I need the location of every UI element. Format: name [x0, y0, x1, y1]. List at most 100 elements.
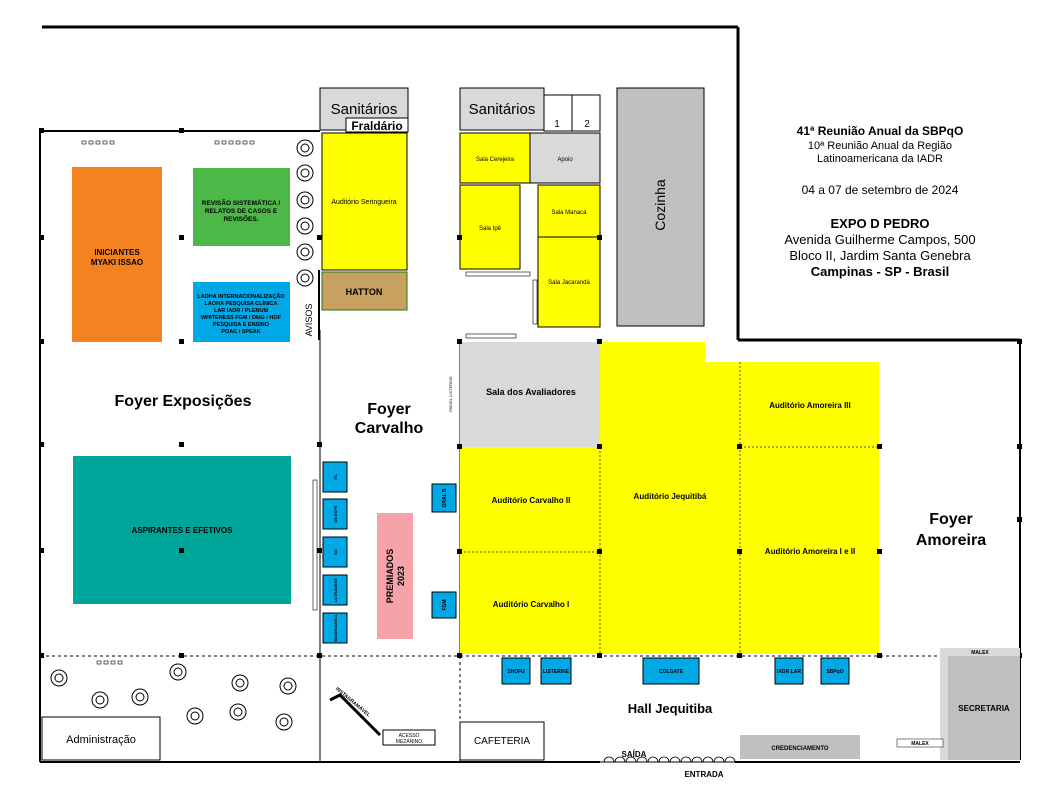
mezanino-label: MEZANINO	[396, 739, 423, 745]
cafeteria-label: CAFETERIA	[474, 736, 530, 747]
door-arc	[625, 756, 637, 763]
venue-address-1: Avenida Guilherme Campos, 500	[784, 232, 975, 247]
avaliadores-label: Sala dos Avaliadores	[486, 387, 576, 397]
bottom-booth: SHOFU	[501, 657, 531, 685]
aspirantes-label: ASPIRANTES E EFETIVOS	[132, 526, 234, 535]
ladoha-label-3: LAR IADR / PLENUM	[214, 308, 269, 314]
left-booth-label: BIODINAMICA	[333, 614, 338, 641]
foyer-exposicoes-label: Foyer Exposições	[115, 393, 252, 410]
secretaria: SECRETARIA MALEX MALEX	[896, 648, 1020, 760]
bottom-booth-label: LISTERINE	[543, 669, 570, 675]
left-booth-label: 3M ESPE	[333, 505, 338, 523]
instagramavel-label: INSTAGRAMÁVEL	[334, 685, 372, 718]
round-table-top	[300, 273, 310, 283]
round-table-top	[235, 678, 245, 688]
cerejeira-label: Sala Cerejeira	[476, 157, 515, 163]
bottom-booth: IADR LAR	[774, 657, 804, 685]
cozinha-label: Cozinha	[652, 179, 668, 231]
entrance: SAÍDA ENTRADA	[600, 750, 736, 779]
round-table-top	[54, 673, 64, 683]
carvalho-2-label: Auditório Carvalho II	[492, 496, 571, 505]
iniciantes-label-2: MYAKI ISSAO	[91, 258, 143, 267]
circle-tables	[50, 139, 314, 731]
malex-bottom-label: MALEX	[911, 741, 929, 747]
door-arc	[691, 756, 703, 763]
revisao-label-2: RELATOS DE CASOS E	[205, 208, 278, 215]
bottom-booth: COLGATE	[642, 657, 700, 685]
saida-label: SAÍDA	[622, 750, 647, 759]
bottom-booths: SHOFU LISTERINE COLGATE IADR LAR SBPqO	[501, 657, 850, 685]
left-booth-label: GC	[333, 549, 338, 555]
auditorio-seringueira: Auditório Seringueira	[321, 132, 408, 271]
avisos-label: AVISOS	[304, 304, 314, 337]
round-table-top	[233, 707, 243, 717]
round-table-top	[300, 143, 310, 153]
door-arc	[647, 756, 659, 763]
amoreira-3-label: Auditório Amoreira III	[769, 401, 851, 410]
bottom-booth: LISTERINE	[540, 657, 572, 685]
event-title: 41ª Reunião Anual da SBPqO	[797, 124, 964, 138]
round-table-top	[190, 711, 200, 721]
sala-manaca: Sala Manacá	[537, 184, 601, 238]
revisao-label-1: REVISÃO SISTEMÁTICA /	[202, 198, 281, 207]
fgm-booth: FGM	[431, 591, 457, 619]
premiados-label-2: 2023	[396, 566, 406, 586]
oral-b-label: ORAL B	[442, 488, 448, 507]
round-table-top	[283, 681, 293, 691]
door-arc	[680, 756, 692, 763]
door-arc	[658, 756, 670, 763]
left-booth: BIODINAMICA	[322, 612, 348, 644]
premiados: PREMIADOS 2023	[377, 513, 413, 639]
fgm-label: FGM	[442, 599, 448, 610]
door-arc	[614, 756, 626, 763]
administracao: Administração	[41, 716, 161, 761]
ladoha-label-6: POAC / SPEAK	[221, 329, 260, 335]
chairs-rows	[81, 140, 538, 665]
administracao-label: Administração	[66, 734, 136, 746]
ladoha-block: LADHA INTERNACIONALIZAÇÃO LAOHA PESQUISA…	[193, 282, 290, 342]
apoio: Apoio	[529, 132, 601, 184]
hall-jequitiba-label: Hall Jequitiba	[628, 701, 713, 716]
sala-ipe: Sala Ipê	[459, 184, 521, 270]
ipe-label: Sala Ipê	[479, 226, 502, 232]
room-2-label: 2	[584, 119, 590, 130]
left-booth: ULTRADENT	[322, 574, 348, 606]
venue-name: EXPO D PEDRO	[831, 216, 930, 231]
door-arc	[636, 756, 648, 763]
secretaria-label: SECRETARIA	[958, 704, 1010, 713]
ladoha-label-2: LAOHA PESQUISA CLÍNICA	[205, 299, 278, 307]
left-booth: GC	[322, 536, 348, 568]
left-booth-label: ULTRADENT	[333, 577, 338, 602]
fraldario-label: Fraldário	[351, 119, 402, 133]
bottom-booth-label: SBPqO	[826, 669, 843, 675]
iniciantes: INICIANTES MYAKI ISSAO	[72, 167, 162, 342]
round-table-top	[173, 667, 183, 677]
sala-cerejeira: Sala Cerejeira	[459, 132, 531, 184]
premiados-label-1: PREMIADOS	[385, 549, 395, 604]
acesso-label: ACESSO	[399, 733, 420, 739]
door-arc	[603, 756, 615, 763]
acesso-mezanino: ACESSO MEZANINO	[382, 729, 436, 746]
left-booth-label: ITL	[333, 473, 338, 480]
door-arc	[724, 756, 736, 763]
foyer-amoreira-label-2: Amoreira	[916, 532, 986, 549]
bottom-booth: SBPqO	[820, 657, 850, 685]
credenciamento-label: CREDENCIAMENTO	[771, 746, 829, 752]
sanitarios-right: Sanitários 1 2	[459, 87, 601, 132]
bottom-booth-label: IADR LAR	[777, 669, 801, 675]
jacaranda-label: Sala Jacarandá	[548, 280, 590, 286]
sanitarios-right-label: Sanitários	[469, 101, 536, 118]
auditorio-amoreira: Auditório Amoreira III Auditório Amoreir…	[599, 362, 879, 654]
painel-listerine-label: PAINEL LISTERINE	[448, 376, 453, 412]
event-info: 41ª Reunião Anual da SBPqO 10ª Reunião A…	[784, 124, 975, 279]
round-table-top	[135, 692, 145, 702]
round-table-top	[300, 221, 310, 231]
event-subtitle-2: Latinoamericana da IADR	[817, 153, 943, 165]
auditorio-jequitiba: Auditório Jequitibá	[600, 342, 740, 654]
seringueira-label: Auditório Seringueira	[331, 199, 396, 206]
hatton-label: HATTON	[346, 287, 383, 297]
cozinha: Cozinha	[616, 87, 705, 327]
round-table-top	[300, 195, 310, 205]
malex-top-label: MALEX	[971, 650, 989, 656]
aspirantes-efetivos: ASPIRANTES E EFETIVOS	[73, 456, 291, 604]
